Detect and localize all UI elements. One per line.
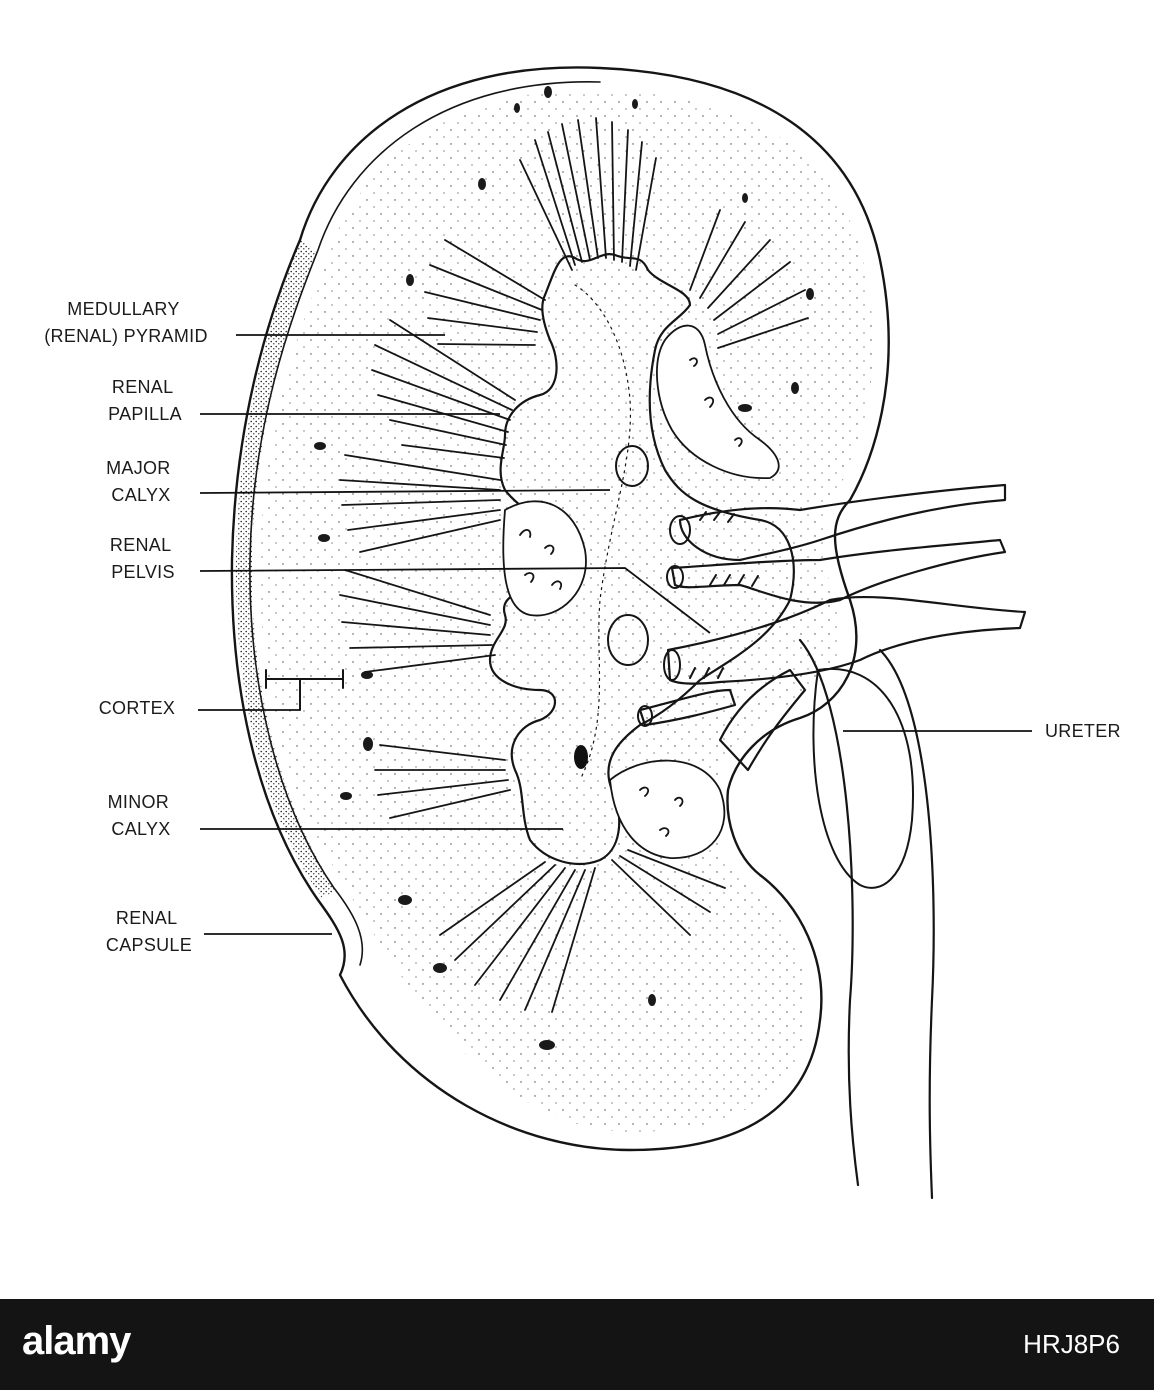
label-medullary-pyramid: MEDULLARY (RENAL) PYRAMID [44, 299, 208, 346]
kidney-diagram: MEDULLARY (RENAL) PYRAMID RENAL PAPILLA … [44, 66, 1121, 1200]
vessel-dots [314, 86, 814, 1050]
image-id: HRJ8P6 [1023, 1329, 1120, 1359]
label-ureter: URETER [1045, 721, 1121, 741]
cortex-region [259, 89, 873, 1132]
leader-lines [198, 334, 1032, 935]
label-renal-papilla: RENAL PAPILLA [108, 377, 182, 424]
leader-major-calyx [199, 489, 611, 494]
label-major-calyx: MAJOR CALYX [106, 458, 176, 505]
hilum-vessels [574, 445, 1027, 772]
leader-renal-pelvis [199, 567, 711, 634]
labels: MEDULLARY (RENAL) PYRAMID RENAL PAPILLA … [44, 299, 1121, 955]
renal-sinus [502, 324, 780, 859]
label-minor-calyx: MINOR CALYX [108, 792, 175, 839]
label-renal-capsule: RENAL CAPSULE [106, 908, 192, 955]
watermark-banner: alamy HRJ8P6 [0, 1299, 1154, 1390]
cortex-bracket [265, 669, 344, 711]
alamy-logo: alamy [22, 1319, 131, 1363]
label-cortex: CORTEX [99, 698, 175, 718]
ureter [798, 638, 935, 1200]
label-renal-pelvis: RENAL PELVIS [110, 535, 176, 582]
renal-capsule [230, 66, 890, 1152]
